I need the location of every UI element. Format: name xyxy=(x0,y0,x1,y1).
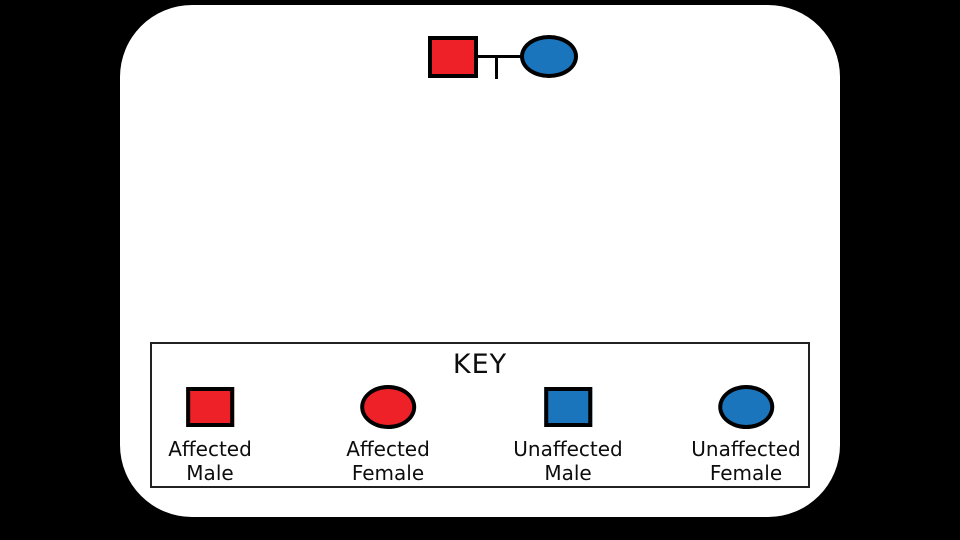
key-item-label: Affected Male xyxy=(168,437,252,485)
red-square-icon xyxy=(185,387,234,427)
key-item-label: Unaffected Female xyxy=(691,437,801,485)
blue-square-icon xyxy=(544,387,592,427)
unaffected-male-key-symbol xyxy=(544,384,592,430)
key-item-affected-male: Affected Male xyxy=(168,384,252,485)
key-legend: KEY Affected Male Affected Female Unaffe… xyxy=(150,342,810,488)
blue-circle-icon xyxy=(718,385,774,429)
key-item-unaffected-female: Unaffected Female xyxy=(691,384,801,485)
marriage-line xyxy=(477,55,521,58)
key-item-label: Unaffected Male xyxy=(513,437,623,485)
key-item-affected-female: Affected Female xyxy=(346,384,430,485)
affected-male-symbol xyxy=(428,36,478,78)
pedigree-card: KEY Affected Male Affected Female Unaffe… xyxy=(120,5,840,517)
key-title: KEY xyxy=(452,349,508,380)
key-item-unaffected-male: Unaffected Male xyxy=(513,384,623,485)
key-item-label: Affected Female xyxy=(346,437,430,485)
descent-line xyxy=(495,56,498,79)
affected-female-key-symbol xyxy=(359,384,416,430)
unaffected-female-symbol xyxy=(520,35,578,78)
red-circle-icon xyxy=(359,385,416,429)
affected-male-key-symbol xyxy=(185,384,234,430)
unaffected-female-key-symbol xyxy=(718,384,774,430)
